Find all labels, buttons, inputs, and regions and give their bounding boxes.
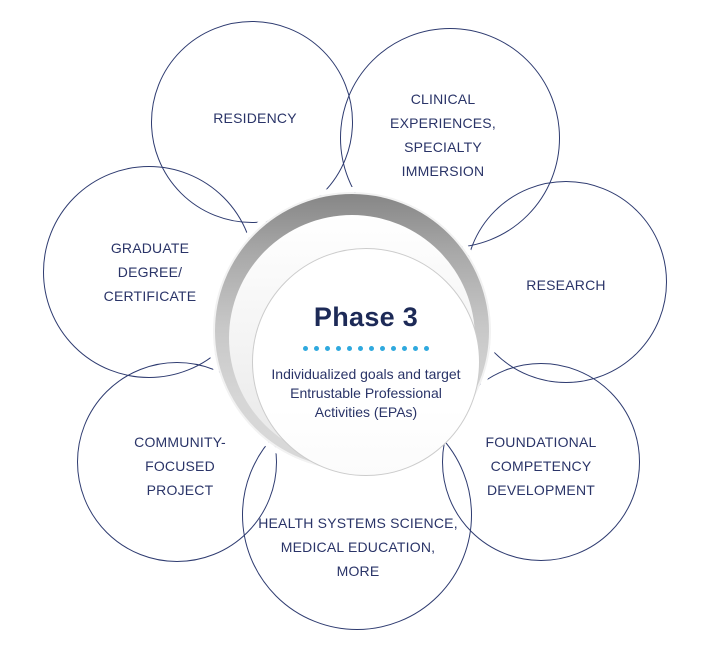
phase-description: Individualized goals and target Entrusta…: [271, 366, 461, 420]
petal-label-graduate-degree: GRADUATE DEGREE/ CERTIFICATE: [103, 240, 197, 304]
petal-label-clinical-experiences: CLINICAL EXPERIENCES, SPECIALTY IMMERSIO…: [390, 91, 496, 179]
petal-label-health-systems: HEALTH SYSTEMS SCIENCE, MEDICAL EDUCATIO…: [258, 515, 458, 579]
dot: [303, 346, 308, 351]
dot: [402, 346, 407, 351]
petal-label-foundational-competency: FOUNDATIONAL COMPETENCY DEVELOPMENT: [485, 434, 597, 498]
dot: [325, 346, 330, 351]
phase-title: Phase 3: [313, 302, 419, 332]
petal-label-residency: RESIDENCY: [213, 110, 297, 126]
dot: [358, 346, 363, 351]
petal-label-research: RESEARCH: [526, 277, 606, 293]
center-badge-inner-circle: Phase 3 Individualized goals and target …: [252, 248, 480, 476]
dot: [391, 346, 396, 351]
dot: [314, 346, 319, 351]
dot: [424, 346, 429, 351]
dot: [413, 346, 418, 351]
dot: [336, 346, 341, 351]
dot: [380, 346, 385, 351]
dot: [347, 346, 352, 351]
center-badge-bevel: Phase 3 Individualized goals and target …: [229, 215, 480, 476]
dotted-divider: [303, 346, 429, 351]
dot: [369, 346, 374, 351]
center-badge-ring: Phase 3 Individualized goals and target …: [213, 192, 491, 476]
petal-label-community-project: COMMUNITY- FOCUSED PROJECT: [134, 434, 226, 498]
